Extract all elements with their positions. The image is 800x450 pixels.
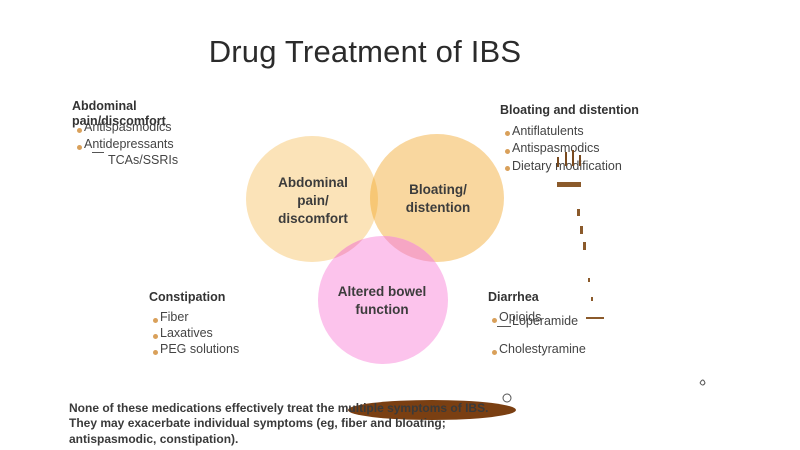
venn-label-bloating: Bloating/ distention (405, 182, 471, 215)
deco-ticks-icon (557, 150, 581, 167)
bullet-icon (77, 145, 82, 150)
bullet-icon (505, 131, 510, 136)
constipation-item-3: PEG solutions (160, 342, 240, 356)
footnote-line-2: They may exacerbate individual symptoms … (69, 416, 446, 430)
abdominal-heading: Abdominal pain/discomfort (72, 99, 166, 128)
bullet-icon (153, 318, 158, 323)
deco-bar-icon (557, 182, 581, 187)
deco-curl-icon (699, 379, 706, 386)
bullet-icon (153, 334, 158, 339)
sub-dash (497, 326, 511, 327)
bullet-icon (492, 350, 497, 355)
sub-dash (92, 152, 104, 153)
slide-title: Drug Treatment of IBS (208, 34, 522, 69)
venn-label-abdominal: Abdominal pain/ discomfort (278, 175, 348, 226)
bloating-item-1: Antiflatulents (512, 124, 584, 138)
deco-dots-icon (577, 209, 593, 301)
bullet-icon (492, 318, 497, 323)
abdominal-item-2: Antidepressants (84, 137, 174, 151)
diarrhea-item-2: Loperamide (512, 314, 579, 328)
footnote-line-1: None of these medications effectively tr… (69, 401, 489, 415)
deco-blot-icon (348, 400, 516, 420)
bullet-icon (505, 149, 510, 154)
bullet-icon (77, 128, 82, 133)
deco-line-icon (586, 317, 604, 319)
bullet-icon (505, 166, 510, 171)
constipation-item-1: Fiber (160, 310, 189, 324)
venn-label-altered-bowel: Altered bowel function (337, 284, 427, 317)
constipation-heading: Constipation (149, 290, 226, 304)
bloating-heading: Bloating and distention (500, 103, 639, 117)
diarrhea-heading: Diarrhea (488, 290, 539, 304)
diarrhea-item-3: Cholestyramine (499, 342, 586, 356)
abdominal-item-1: Antispasmodics (84, 120, 172, 134)
abdominal-sub: TCAs/SSRIs (108, 153, 179, 167)
constipation-item-2: Laxatives (160, 326, 213, 340)
bullet-icon (153, 350, 158, 355)
bloating-item-2: Antispasmodics (512, 141, 600, 155)
diarrhea-item-1: Opioids (499, 310, 542, 324)
footnote-line-3: antispasmodic, constipation). (69, 432, 239, 446)
deco-circle-icon (502, 393, 512, 403)
